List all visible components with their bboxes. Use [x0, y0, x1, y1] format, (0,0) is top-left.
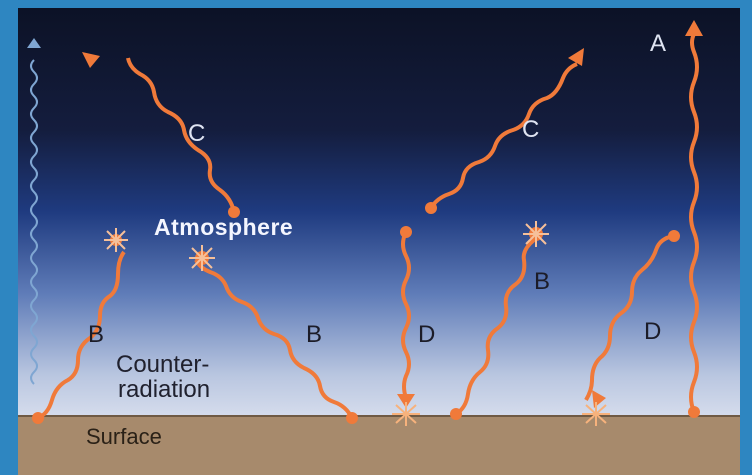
counter-radiation-line2: radiation — [118, 376, 211, 404]
burst-icon — [392, 402, 420, 426]
arrow-b-left — [32, 228, 128, 424]
arrow-b-right — [450, 221, 549, 420]
label-b-mid: B — [306, 321, 323, 348]
label-c-left: C — [188, 120, 206, 147]
arrow-b-mid — [189, 245, 358, 424]
burst-icon — [104, 228, 128, 252]
arrow-c-left — [82, 52, 240, 218]
label-d-right: D — [644, 318, 662, 345]
arrow-d-right — [582, 230, 680, 426]
arrow-d-mid — [392, 226, 420, 426]
label-d-mid: D — [418, 321, 436, 348]
surface-ground — [18, 416, 740, 475]
space-radiation-wave-icon — [27, 38, 41, 385]
burst-icon — [189, 245, 215, 271]
counter-radiation-label: Counter- radiation — [116, 351, 211, 404]
arrow-c-right — [425, 48, 584, 214]
atmosphere-label: Atmosphere — [154, 214, 294, 240]
burst-icon — [523, 221, 549, 247]
atmosphere-background — [18, 8, 740, 416]
label-b-left: B — [88, 321, 105, 348]
burst-icon — [582, 402, 610, 426]
counter-radiation-line1: Counter- — [116, 351, 210, 378]
arrow-a — [685, 20, 703, 418]
label-a: A — [650, 30, 667, 57]
surface-label: Surface — [86, 424, 162, 449]
label-b-right: B — [534, 268, 551, 295]
label-c-right: C — [522, 116, 540, 143]
radiation-diagram — [18, 8, 740, 475]
